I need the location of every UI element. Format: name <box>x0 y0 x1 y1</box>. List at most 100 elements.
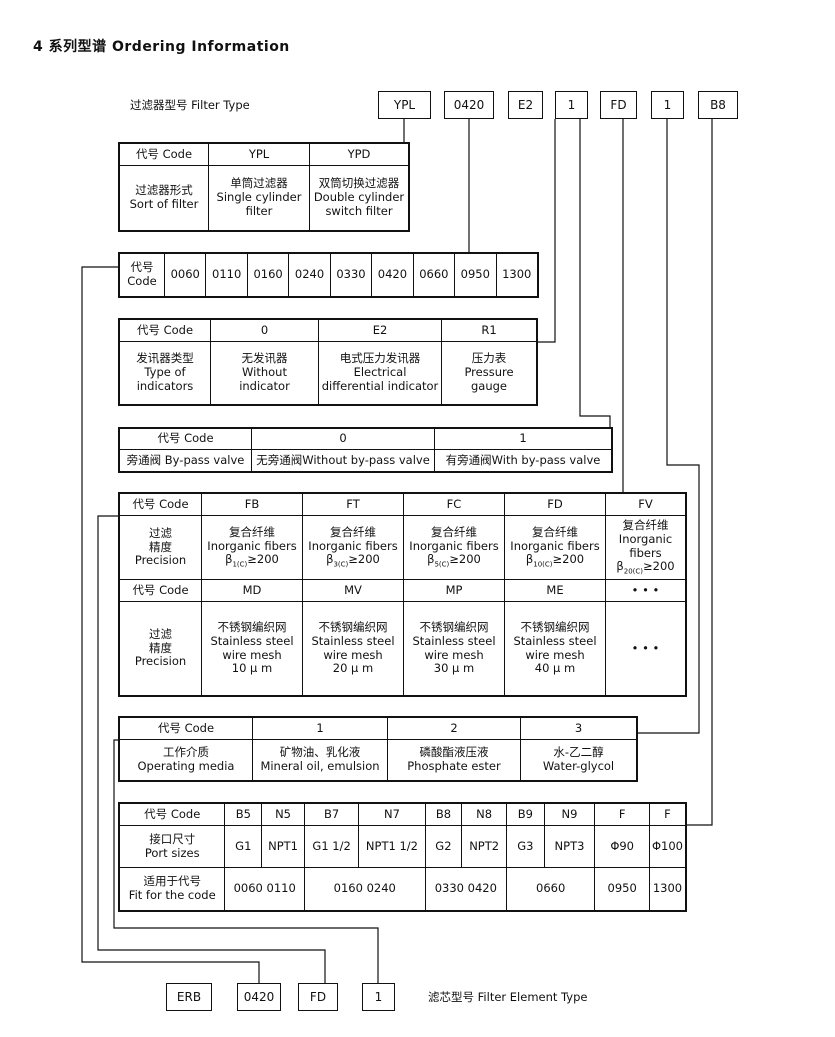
model-box-type: YPL <box>378 91 431 119</box>
code-cell: • • • <box>605 579 686 602</box>
code-cell: MP <box>403 579 505 602</box>
code-cell: MV <box>302 579 404 602</box>
code-cell: 1 <box>434 428 612 450</box>
fiber-cn: 复合纤维 <box>229 524 275 539</box>
beta: β <box>525 552 534 567</box>
element-box-media: 1 <box>362 983 395 1011</box>
size-cell: 0160 <box>246 253 290 297</box>
size-cell: NPT1 <box>261 825 305 868</box>
row-label: 接口尺寸 Port sizes <box>118 825 226 868</box>
row-label: 过滤 精度 Precision <box>119 601 202 696</box>
size-cell: 0330 <box>329 253 373 297</box>
beta-rating: β1(C)≥200 <box>204 553 300 569</box>
code-cell: FD <box>504 493 606 516</box>
mesh-cell: 不锈钢编织网 Stainless steel wire mesh 10 μ m <box>201 601 303 696</box>
filter-sort-table: 代号 Code YPL YPD 过滤器形式 Sort of filter 单筒过… <box>118 142 410 232</box>
filter-type-label: 过滤器型号 Filter Type <box>130 98 250 112</box>
row-label: 发讯器类型 Type of indicators <box>119 341 211 405</box>
page-title: 4 系列型谱 Ordering Information <box>33 39 290 55</box>
value-cell: 矿物油、乳化液 Mineral oil, emulsion <box>252 739 388 781</box>
beta-rating: β10(C)≥200 <box>507 553 603 569</box>
fiber-en: Inorganic fibers <box>409 538 499 553</box>
size-cell: NPT3 <box>543 825 596 868</box>
code-cell: YPL <box>208 143 310 166</box>
element-box-precision: FD <box>298 983 338 1011</box>
beta-rating: β5(C)≥200 <box>406 553 502 569</box>
beta-sub: 3(C) <box>333 560 349 569</box>
beta-rating: β20(C)≥200 <box>608 559 683 576</box>
row-label: 适用于代号 Fit for the code <box>118 867 226 911</box>
fiber-cn: 复合纤维 <box>532 524 578 539</box>
model-box-bypass: 1 <box>555 91 588 119</box>
code-header: 代号 Code <box>119 579 202 602</box>
code-cell: 2 <box>387 717 521 740</box>
size-cell: Φ100 <box>648 825 687 868</box>
fit-cell: 0330 0420 <box>424 867 508 911</box>
size-cell: NPT2 <box>461 825 508 868</box>
code-cell: F <box>648 803 687 826</box>
precision-table: 代号 Code FB FT FC FD FV 过滤 精度 Precision 复… <box>118 492 687 697</box>
fiber-en: Inorganic fibers <box>618 531 673 560</box>
code-cell: 3 <box>520 717 637 740</box>
code-cell: FV <box>605 493 686 516</box>
value-cell: 单筒过滤器 Single cylinder filter <box>208 165 310 231</box>
fiber-cn: 复合纤维 <box>622 517 669 532</box>
fiber-en: Inorganic fibers <box>207 538 297 553</box>
fit-cell: 0950 <box>594 867 650 911</box>
fiber-en: Inorganic fibers <box>308 538 398 553</box>
size-cell: G2 <box>424 825 463 868</box>
code-cell: B9 <box>506 803 545 826</box>
beta-ge: ≥200 <box>449 552 481 567</box>
value-cell: 水-乙二醇 Water-glycol <box>520 739 637 781</box>
code-header: 代号 Code <box>119 319 211 342</box>
fit-cell: 0060 0110 <box>224 867 305 911</box>
code-cell: B8 <box>424 803 463 826</box>
code-header: 代号 Code <box>119 428 252 450</box>
beta-sub: 10(C) <box>533 560 553 569</box>
model-box-precision: FD <box>600 91 637 119</box>
beta-sub: 5(C) <box>434 560 450 569</box>
element-type-label: 滤芯型号 Filter Element Type <box>428 990 588 1004</box>
beta: β <box>326 552 334 567</box>
row-label: 工作介质 Operating media <box>119 739 253 781</box>
value-cell: 无发讯器 Without indicator <box>210 341 319 405</box>
code-cell: N9 <box>543 803 596 826</box>
model-box-indicator: E2 <box>508 91 543 119</box>
beta-ge: ≥200 <box>552 552 585 567</box>
code-header: 代号 Code <box>119 717 253 740</box>
fit-cell: 0660 <box>506 867 596 911</box>
size-cell: 0420 <box>371 253 414 297</box>
code-cell: N5 <box>261 803 305 826</box>
value-cell: 双筒切换过滤器 Double cylinder switch filter <box>309 165 409 231</box>
code-cell: 0 <box>251 428 435 450</box>
mesh-cell: 不锈钢编织网 Stainless steel wire mesh 40 μ m <box>504 601 606 696</box>
code-cell: B7 <box>303 803 360 826</box>
beta-ge: ≥200 <box>247 552 279 567</box>
size-cell: 0950 <box>454 253 497 297</box>
beta-ge: ≥200 <box>348 552 380 567</box>
code-cell: FB <box>201 493 303 516</box>
model-box-media: 1 <box>651 91 684 119</box>
fiber-cn: 复合纤维 <box>330 524 376 539</box>
code-cell: N8 <box>461 803 508 826</box>
row-label: 旁通阀 By-pass valve <box>119 449 252 472</box>
mesh-cell: 不锈钢编织网 Stainless steel wire mesh 20 μ m <box>302 601 404 696</box>
row-label: 过滤器形式 Sort of filter <box>119 165 209 231</box>
fiber-en: Inorganic fibers <box>510 538 600 553</box>
size-cell: 0110 <box>205 253 248 297</box>
beta-sub: 1(C) <box>232 560 248 569</box>
media-table: 代号 Code 1 2 3 工作介质 Operating media 矿物油、乳… <box>118 716 638 782</box>
size-cell: 0240 <box>288 253 331 297</box>
code-cell: ME <box>504 579 606 602</box>
value-cell: 电式压力发讯器 Electrical differential indicato… <box>318 341 442 405</box>
code-cell: FT <box>302 493 404 516</box>
model-box-port: B8 <box>698 91 738 119</box>
element-box-size: 0420 <box>237 983 281 1011</box>
mesh-cell: 不锈钢编织网 Stainless steel wire mesh 30 μ m <box>403 601 505 696</box>
code-cell: F <box>594 803 650 826</box>
mesh-cell: • • • <box>605 601 686 696</box>
code-header: 代号 Code <box>119 143 209 166</box>
